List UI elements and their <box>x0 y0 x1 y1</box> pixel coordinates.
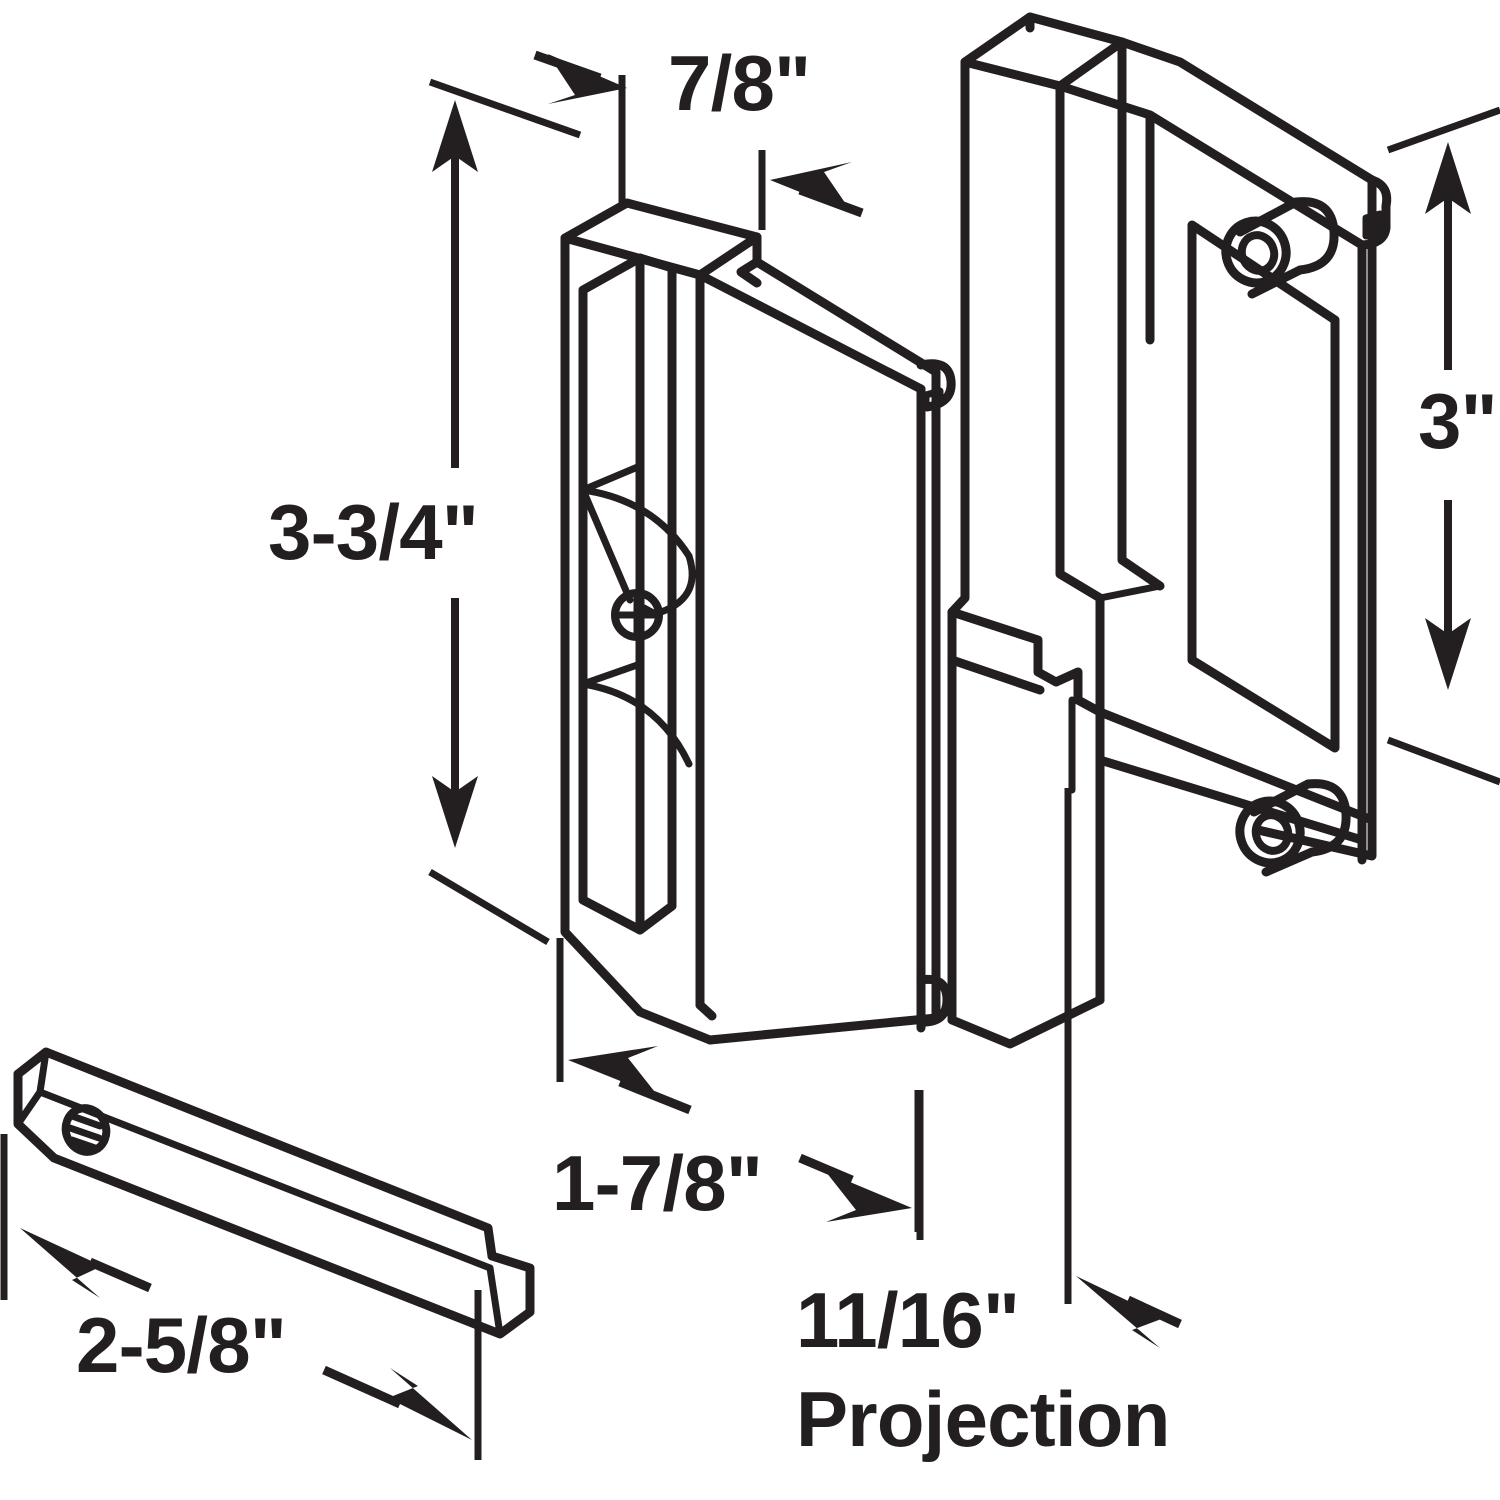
dimension-label-7-8: 7/8" <box>668 39 811 127</box>
dimension-label-3: 3" <box>1418 377 1498 465</box>
inside-handle-part <box>560 198 956 1045</box>
mounting-boss-lower <box>1235 779 1351 877</box>
dimension-label-1-7-8: 1-7/8" <box>552 1139 763 1227</box>
mounting-boss-upper <box>1221 197 1339 299</box>
outside-plate-part <box>947 12 1392 1049</box>
dimension-2-5-8-lines <box>0 1134 482 1460</box>
dimension-11-16-lines <box>916 788 1182 1348</box>
dimension-3-3-4-lines <box>428 78 582 946</box>
dimension-label-projection: Projection <box>796 1375 1170 1463</box>
screw-head <box>611 589 663 641</box>
dimension-7-8-lines <box>533 50 864 230</box>
dimension-label-3-3-4: 3-3/4" <box>268 488 479 576</box>
dimension-3-lines <box>1386 106 1500 786</box>
dimension-label-11-16: 11/16" <box>796 1276 1020 1364</box>
dimension-label-2-5-8: 2-5/8" <box>76 1301 287 1389</box>
threaded-hole <box>61 1104 111 1156</box>
tie-bar-part <box>13 1047 535 1339</box>
